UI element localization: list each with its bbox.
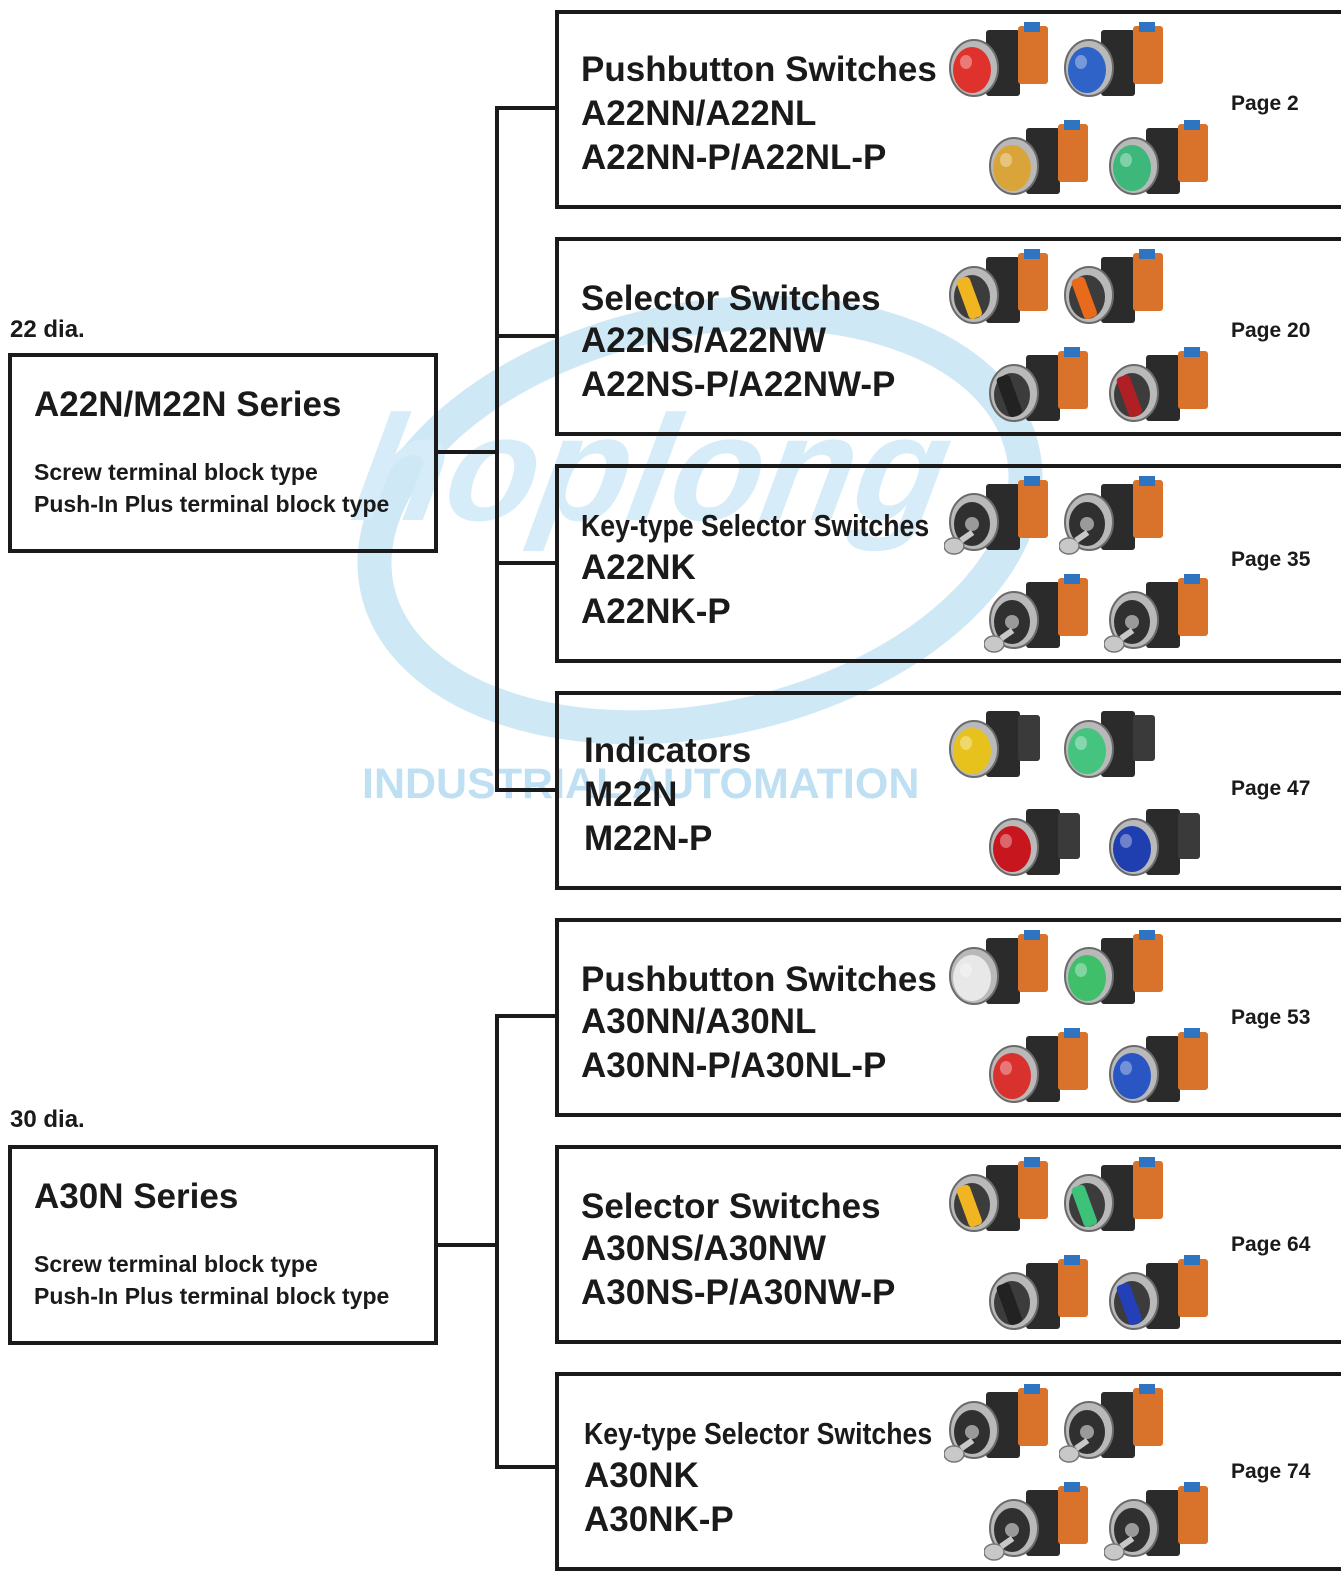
product-model-p: A22NS-P/A22NW-P [581, 365, 896, 404]
series-title: A22N/M22N Series [34, 385, 342, 424]
indicator-red-icon [989, 809, 1080, 876]
product-model: A30NS/A30NW [581, 1229, 827, 1268]
product-images [944, 247, 1208, 429]
diameter-label: 22 dia. [10, 316, 85, 343]
product-images [944, 1155, 1208, 1337]
series-subtitle-2: Push-In Plus terminal block type [34, 1283, 390, 1309]
selector-red-icon [1109, 347, 1208, 422]
series-box-a30n: A30N Series Screw terminal block type Pu… [8, 1145, 438, 1345]
product-model: A22NK [581, 548, 696, 587]
key-selector-icon [984, 574, 1088, 653]
product-model: A30NK [584, 1456, 699, 1495]
series-subtitle-2: Push-In Plus terminal block type [34, 491, 390, 517]
product-model-p: M22N-P [584, 819, 713, 858]
product-box-a30nn[interactable]: Pushbutton Switches A30NN/A30NL A30NN-P/… [555, 918, 1341, 1117]
product-name: Selector Switches [581, 279, 881, 318]
page-reference[interactable]: Page 74 [1231, 1460, 1311, 1483]
indicator-yellow-icon [949, 711, 1040, 778]
key-selector-icon [1059, 476, 1163, 555]
product-images [944, 1382, 1208, 1564]
pushbutton-red-icon [949, 22, 1048, 97]
key-selector-icon [1104, 1482, 1208, 1561]
key-selector-icon [1059, 1384, 1163, 1463]
product-model: A22NN/A22NL [581, 94, 817, 133]
series-subtitle-1: Screw terminal block type [34, 459, 318, 485]
series-box-a22n: A22N/M22N Series Screw terminal block ty… [8, 353, 438, 553]
selector-yellow-icon [949, 249, 1048, 324]
key-selector-icon [984, 1482, 1088, 1561]
selector-black-icon [989, 347, 1088, 422]
product-name: Key-type Selector Switches [584, 1416, 933, 1451]
product-box-a22ns[interactable]: Selector Switches A22NS/A22NW A22NS-P/A2… [555, 237, 1341, 436]
key-selector-icon [1104, 574, 1208, 653]
product-model-p: A22NN-P/A22NL-P [581, 138, 887, 177]
product-images [944, 701, 1204, 883]
product-name: Indicators [584, 731, 752, 770]
indicator-green-icon [1064, 711, 1155, 778]
product-box-a30nk[interactable]: Key-type Selector Switches A30NK A30NK-P… [555, 1372, 1341, 1571]
diameter-label: 30 dia. [10, 1106, 85, 1133]
indicator-blue-icon [1109, 809, 1200, 876]
selector-black-icon [989, 1255, 1088, 1330]
page-reference[interactable]: Page 2 [1231, 92, 1299, 115]
page-reference[interactable]: Page 35 [1231, 548, 1311, 571]
selector-green-icon [1064, 1157, 1163, 1232]
product-images [944, 20, 1208, 202]
product-model-p: A30NN-P/A30NL-P [581, 1046, 887, 1085]
series-subtitle-1: Screw terminal block type [34, 1251, 318, 1277]
key-selector-icon [944, 1384, 1048, 1463]
pushbutton-yellow-icon [989, 120, 1088, 195]
page-reference[interactable]: Page 47 [1231, 777, 1311, 800]
product-model: M22N [584, 775, 678, 814]
pushbutton-white-icon [949, 930, 1048, 1005]
page-reference[interactable]: Page 20 [1231, 319, 1311, 342]
product-name: Selector Switches [581, 1187, 881, 1226]
series-title: A30N Series [34, 1177, 239, 1216]
product-images [944, 474, 1208, 656]
product-box-a22nn[interactable]: Pushbutton Switches A22NN/A22NL A22NN-P/… [555, 10, 1341, 209]
selector-orange-icon [1064, 249, 1163, 324]
page-reference[interactable]: Page 53 [1231, 1006, 1311, 1029]
product-name: Key-type Selector Switches [581, 508, 930, 543]
product-images [944, 928, 1208, 1110]
selector-blue-icon [1109, 1255, 1208, 1330]
product-model: A22NS/A22NW [581, 321, 827, 360]
product-box-a30ns[interactable]: Selector Switches A30NS/A30NW A30NS-P/A3… [555, 1145, 1341, 1344]
product-name: Pushbutton Switches [581, 50, 937, 89]
selector-yellow-icon [949, 1157, 1048, 1232]
product-model-p: A30NS-P/A30NW-P [581, 1273, 896, 1312]
product-model-p: A22NK-P [581, 592, 731, 631]
product-model-p: A30NK-P [584, 1500, 734, 1539]
product-model: A30NN/A30NL [581, 1002, 817, 1041]
page-reference[interactable]: Page 64 [1231, 1233, 1311, 1256]
product-box-m22n[interactable]: Indicators M22N M22N-P Page 47 [555, 691, 1341, 890]
product-box-a22nk[interactable]: Key-type Selector Switches A22NK A22NK-P… [555, 464, 1341, 663]
pushbutton-green-icon [1109, 120, 1208, 195]
product-name: Pushbutton Switches [581, 960, 937, 999]
pushbutton-blue-icon [1064, 22, 1163, 97]
pushbutton-blue-icon [1109, 1028, 1208, 1103]
pushbutton-red-icon [989, 1028, 1088, 1103]
key-selector-icon [944, 476, 1048, 555]
pushbutton-green-icon [1064, 930, 1163, 1005]
